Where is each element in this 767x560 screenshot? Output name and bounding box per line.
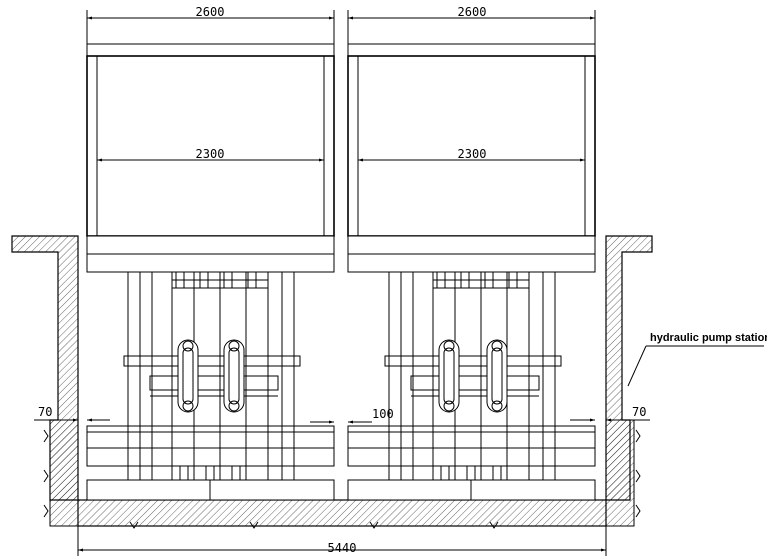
left-scissor-mechanism: [123, 271, 301, 481]
right-platform-frame: [347, 55, 596, 237]
left-lift: [86, 43, 335, 501]
right-platform-bottom-beam: [347, 235, 596, 255]
left-platform-top-rail: [86, 43, 335, 57]
pump-station-label: hydraulic pump station: [650, 332, 767, 344]
right-platform-top-rail: [347, 43, 596, 57]
dim-right-gap: 70: [632, 405, 646, 419]
pit-floor: [77, 499, 607, 527]
dim-right-platform-width: 2600: [458, 5, 487, 19]
dim-left-platform-width: 2600: [196, 5, 225, 19]
dim-middle-gap: 100: [372, 407, 394, 421]
dimension-lines: [34, 10, 650, 556]
dim-left-gap: 70: [38, 405, 52, 419]
dim-left-inner-width: 2300: [196, 147, 225, 161]
dim-right-inner-width: 2300: [458, 147, 487, 161]
pump-station-callout: hydraulic pump station: [627, 332, 767, 387]
right-lift: [347, 43, 596, 501]
left-platform-frame: [86, 55, 335, 237]
left-base-frame: [86, 425, 335, 449]
left-foundation: [49, 419, 79, 527]
pit-structure: [11, 235, 653, 529]
right-scissor-mechanism: [384, 271, 562, 481]
right-base-frame: [347, 425, 596, 449]
dim-pit-width: 5440: [328, 541, 357, 555]
right-foundation: [605, 419, 635, 527]
left-platform-bottom-beam: [86, 235, 335, 255]
